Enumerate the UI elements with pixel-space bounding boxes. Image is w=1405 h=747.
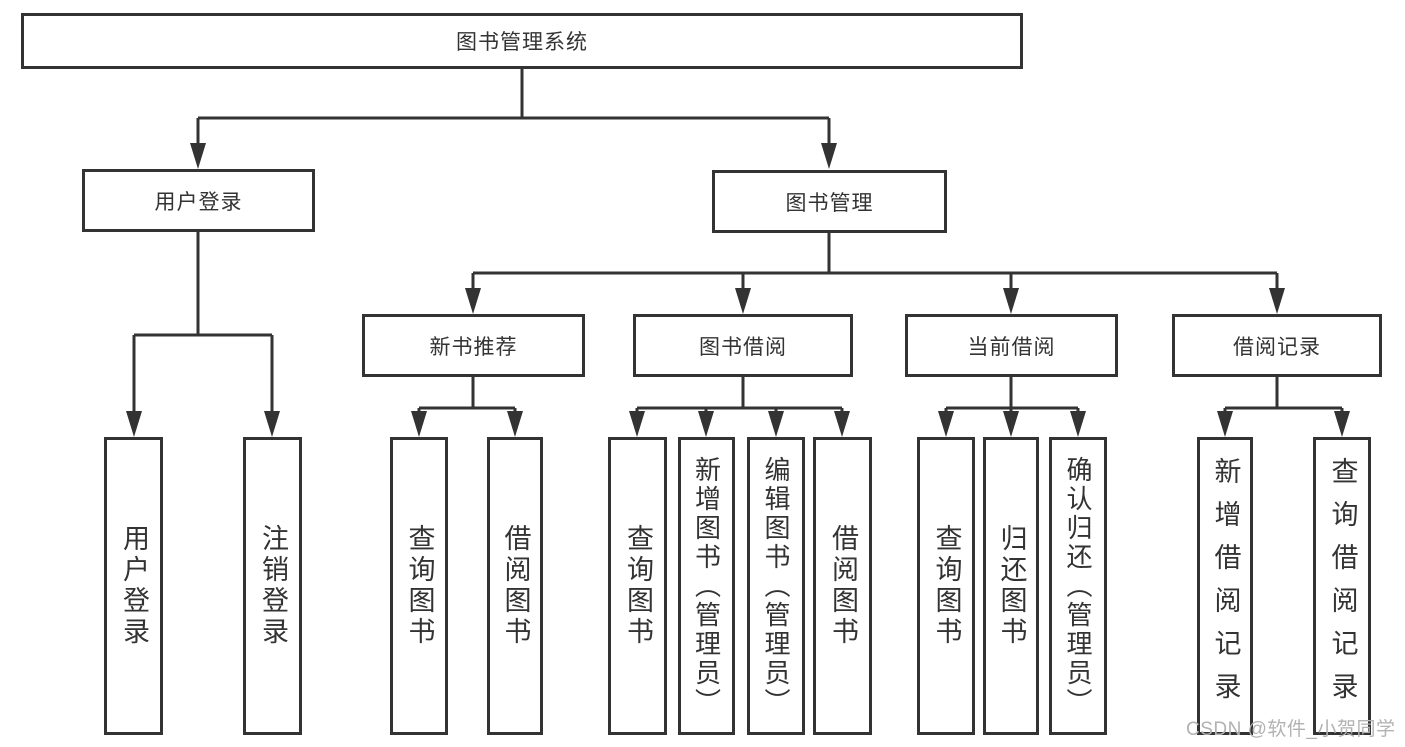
leaf-label: 注销登录 bbox=[258, 524, 288, 648]
node-root-label: 图书管理系统 bbox=[456, 31, 588, 54]
leaf-node: 借阅图书 bbox=[487, 437, 543, 735]
leaf-node: 编辑图书（管理员） bbox=[747, 437, 805, 735]
leaf-node: 确认归还（管理员） bbox=[1049, 437, 1107, 735]
leaf-label: 用户登录 bbox=[119, 524, 149, 648]
node-borrow-records: 借阅记录 bbox=[1172, 314, 1382, 377]
leaf-node: 归还图书 bbox=[983, 437, 1039, 735]
node-book-borrow: 图书借阅 bbox=[633, 314, 853, 377]
leaf-node: 查询图书 bbox=[917, 437, 975, 735]
leaf-node: 查询图书 bbox=[608, 437, 667, 735]
leaf-node: 注销登录 bbox=[243, 437, 302, 735]
leaf-label: 编辑图书（管理员） bbox=[761, 455, 791, 717]
node-root: 图书管理系统 bbox=[21, 13, 1023, 69]
leaf-label: 新增借阅记录 bbox=[1210, 457, 1241, 715]
leaf-label: 查询借阅记录 bbox=[1327, 457, 1358, 715]
leaf-label: 借阅图书 bbox=[828, 524, 858, 648]
leaf-label: 归还图书 bbox=[996, 524, 1027, 648]
leaf-node: 新增图书（管理员） bbox=[678, 437, 735, 735]
node-label: 图书借阅 bbox=[699, 335, 787, 359]
watermark: CSDN @软件_小贺同学 bbox=[1186, 719, 1396, 740]
node-label: 用户登录 bbox=[154, 190, 243, 214]
leaf-label: 借阅图书 bbox=[500, 524, 531, 648]
node-book-management: 图书管理 bbox=[712, 170, 947, 233]
leaf-label: 新增图书（管理员） bbox=[691, 455, 722, 717]
node-user-login: 用户登录 bbox=[82, 169, 315, 232]
leaf-label: 查询图书 bbox=[623, 524, 653, 648]
arrowheads bbox=[126, 143, 1350, 437]
leaf-label: 查询图书 bbox=[404, 524, 435, 648]
node-label: 新书推荐 bbox=[429, 335, 518, 359]
connector-paths bbox=[132, 69, 1344, 413]
leaf-node: 借阅图书 bbox=[813, 437, 872, 735]
leaf-node: 新增借阅记录 bbox=[1197, 437, 1253, 735]
leaf-node: 查询借阅记录 bbox=[1313, 437, 1371, 735]
leaf-node: 用户登录 bbox=[104, 437, 163, 735]
leaf-node: 查询图书 bbox=[390, 437, 448, 735]
node-label: 图书管理 bbox=[785, 191, 874, 215]
node-current-borrow: 当前借阅 bbox=[905, 314, 1118, 377]
node-label: 当前借阅 bbox=[967, 335, 1056, 359]
leaf-label: 查询图书 bbox=[931, 524, 962, 648]
node-new-book-recommend: 新书推荐 bbox=[362, 314, 585, 377]
node-label: 借阅记录 bbox=[1233, 335, 1321, 359]
leaf-label: 确认归还（管理员） bbox=[1063, 455, 1093, 717]
